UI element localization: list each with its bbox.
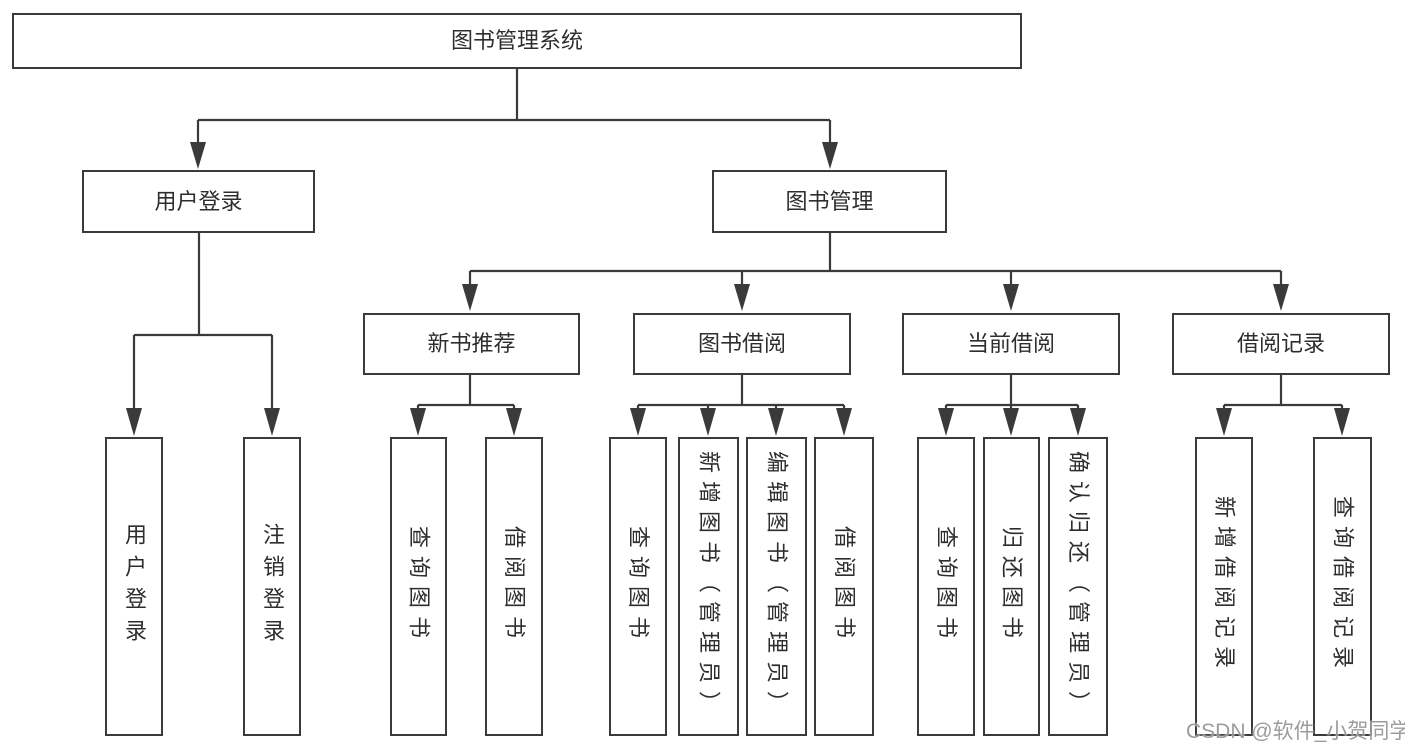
leaf-query-books-3: 查询图书 xyxy=(917,437,975,736)
node-book-management-label: 图书管理 xyxy=(785,188,874,214)
leaf-return-books: 归还图书 xyxy=(983,437,1040,736)
node-current-borrowing: 当前借阅 xyxy=(902,313,1120,375)
leaf-edit-books-admin: 编辑图书（管理员） xyxy=(746,437,807,736)
node-new-book-recommend: 新书推荐 xyxy=(363,313,580,375)
node-root: 图书管理系统 xyxy=(12,13,1022,69)
watermark: CSDN @软件_小贺同学 xyxy=(1186,720,1405,743)
leaf-query-books-1-label: 查询图书 xyxy=(406,526,432,647)
node-borrowing-records: 借阅记录 xyxy=(1172,313,1390,375)
leaf-confirm-return-admin: 确认归还（管理员） xyxy=(1048,437,1108,736)
node-current-borrowing-label: 当前借阅 xyxy=(966,331,1055,356)
leaf-user-login: 用户登录 xyxy=(105,437,163,736)
arrowheads xyxy=(126,142,1350,436)
node-root-label: 图书管理系统 xyxy=(450,28,583,53)
leaf-add-borrow-record: 新增借阅记录 xyxy=(1195,437,1253,736)
leaf-confirm-return-admin-label: 确认归还（管理员） xyxy=(1066,451,1091,722)
leaf-query-books-2-label: 查询图书 xyxy=(626,526,651,647)
leaf-query-borrow-record-label: 查询借阅记录 xyxy=(1330,496,1356,677)
leaf-borrow-books-1: 借阅图书 xyxy=(485,437,543,736)
leaf-add-books-admin-label: 新增图书（管理员） xyxy=(696,451,722,722)
node-book-borrowing-label: 图书借阅 xyxy=(697,331,786,356)
leaf-borrow-books-2-label: 借阅图书 xyxy=(832,526,857,647)
node-book-management: 图书管理 xyxy=(712,170,947,233)
node-borrowing-records-label: 借阅记录 xyxy=(1236,331,1325,356)
leaf-query-borrow-record: 查询借阅记录 xyxy=(1313,437,1372,736)
leaf-borrow-books-1-label: 借阅图书 xyxy=(502,526,527,647)
leaf-query-books-3-label: 查询图书 xyxy=(934,526,959,647)
leaf-borrow-books-2: 借阅图书 xyxy=(814,437,874,736)
leaf-logout-label: 注销登录 xyxy=(260,522,285,651)
leaf-query-books-1: 查询图书 xyxy=(390,437,447,736)
leaf-edit-books-admin-label: 编辑图书（管理员） xyxy=(764,451,790,722)
node-book-borrowing: 图书借阅 xyxy=(633,313,851,375)
node-new-book-recommend-label: 新书推荐 xyxy=(427,331,516,356)
node-user-login: 用户登录 xyxy=(82,170,315,233)
leaf-add-borrow-record-label: 新增借阅记录 xyxy=(1212,496,1237,677)
leaf-add-books-admin: 新增图书（管理员） xyxy=(678,437,739,736)
leaf-return-books-label: 归还图书 xyxy=(999,526,1025,647)
leaf-logout: 注销登录 xyxy=(243,437,301,736)
leaf-user-login-label: 用户登录 xyxy=(122,522,147,651)
leaf-query-books-2: 查询图书 xyxy=(609,437,667,736)
node-user-login-label: 用户登录 xyxy=(154,188,243,214)
